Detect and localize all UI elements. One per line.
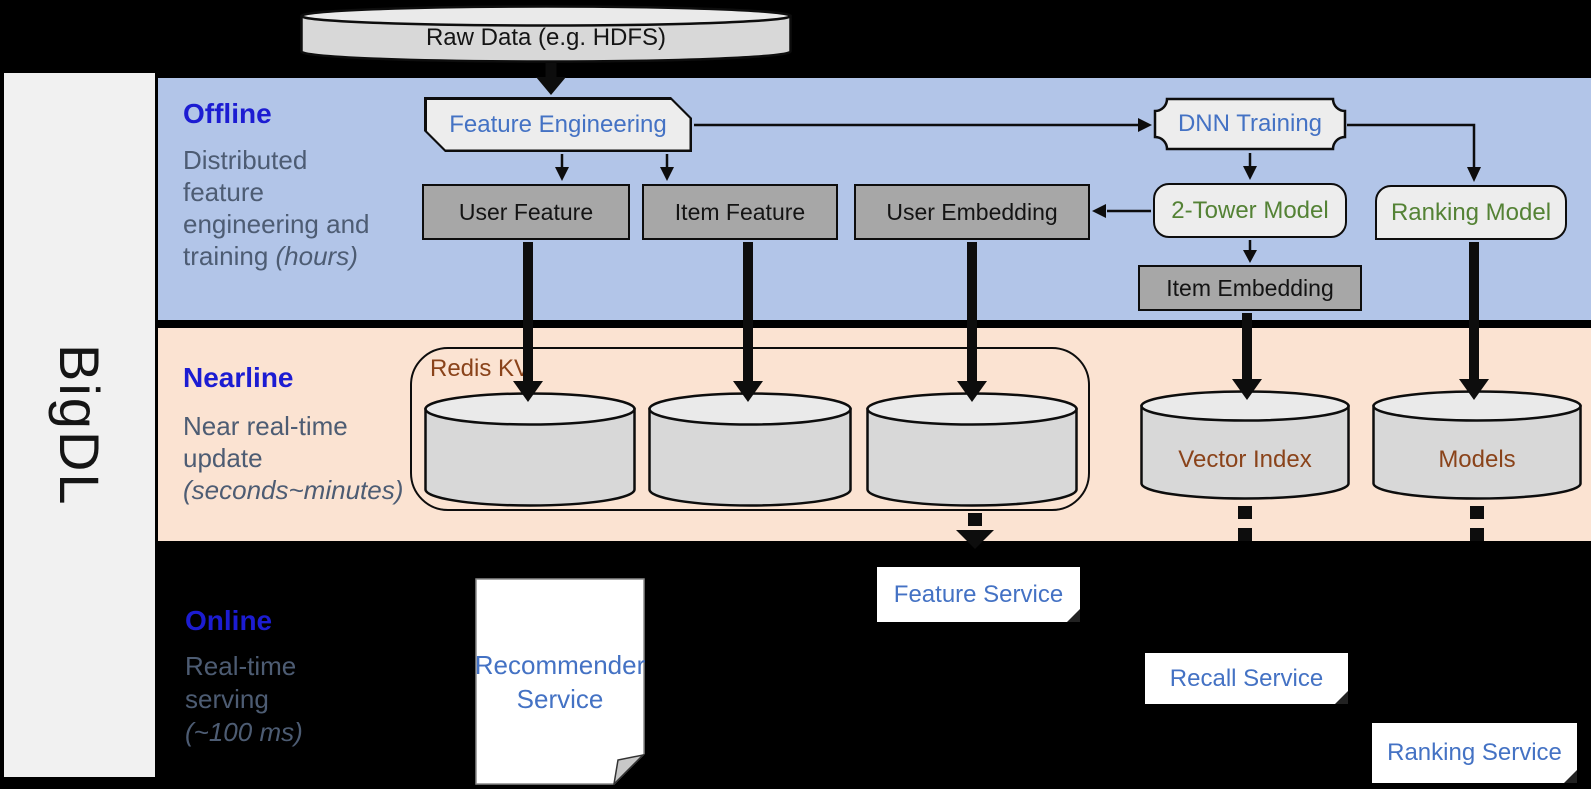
ranking-service-label: Ranking Service: [1387, 739, 1562, 766]
bigdl-brand-label: BigDL: [48, 343, 111, 507]
dnn-training-label: DNN Training: [1177, 110, 1323, 137]
user-embedding-node: User Embedding: [854, 184, 1090, 240]
user-embedding-label: User Embedding: [886, 198, 1058, 225]
item-feature-label: Item Feature: [674, 198, 806, 225]
document-shape: [475, 578, 645, 785]
redis-kv-label: Redis KV: [430, 355, 531, 382]
ranking-service-node: Ranking Service: [1372, 723, 1577, 783]
user-feature-node: User Feature: [422, 184, 630, 240]
plaque-shape: [1153, 97, 1347, 151]
models-label: Models: [1438, 446, 1516, 473]
item-feature-node: Item Feature: [642, 184, 838, 240]
raw-data-label: Raw Data (e.g. HDFS): [425, 24, 667, 51]
ranking-model-label: Ranking Model: [1390, 198, 1552, 226]
dnn-training-node: DNN Training: [1153, 97, 1347, 151]
folded-corner-icon: [1564, 770, 1577, 783]
raw-data-store: Raw Data (e.g. HDFS): [300, 5, 792, 63]
cylinder-shape: [300, 5, 792, 63]
user-feature-label: User Feature: [458, 198, 594, 225]
ranking-model-node: Ranking Model: [1375, 185, 1567, 240]
nearline-description: Near real-time update (seconds~minutes): [183, 411, 404, 505]
cylinder-shape: [648, 392, 852, 507]
recommender-service-node: Recommender Service: [475, 578, 645, 785]
offline-title: Offline: [183, 98, 272, 129]
online-description: Real-time serving (~100 ms): [185, 651, 303, 747]
item-embedding-node: Item Embedding: [1138, 265, 1362, 311]
redis-shard-1-cylinder: [424, 392, 636, 507]
cylinder-shape: [424, 392, 636, 507]
nearline-title: Nearline: [183, 362, 294, 393]
recall-service-node: Recall Service: [1145, 653, 1348, 704]
vector-index-label: Vector Index: [1178, 446, 1312, 473]
item-embedding-label: Item Embedding: [1166, 274, 1334, 301]
cylinder-shape: [866, 392, 1078, 507]
feature-service-label: Feature Service: [893, 580, 1064, 608]
feature-engineering-node: Feature Engineering: [424, 97, 692, 152]
two-tower-model-node: 2-Tower Model: [1153, 183, 1347, 238]
online-title: Online: [185, 605, 273, 636]
models-store: Models: [1372, 390, 1582, 500]
bigdl-sidebar: BigDL: [4, 73, 155, 777]
offline-description: Distributed feature engineering and trai…: [183, 145, 370, 271]
feature-engineering-label: Feature Engineering: [427, 100, 690, 150]
feature-service-node: Feature Service: [877, 567, 1080, 622]
folded-corner-icon: [1067, 609, 1080, 622]
recall-service-label: Recall Service: [1169, 664, 1324, 692]
redis-shard-2-cylinder: [648, 392, 852, 507]
two-tower-model-label: 2-Tower Model: [1171, 196, 1329, 224]
redis-shard-3-cylinder: [866, 392, 1078, 507]
cylinder-shape: [1372, 390, 1582, 500]
vector-index-store: Vector Index: [1140, 390, 1350, 500]
cylinder-shape: [1140, 390, 1350, 500]
recommender-service-label: Recommender Service: [474, 649, 646, 714]
folded-corner-icon: [1335, 691, 1348, 704]
